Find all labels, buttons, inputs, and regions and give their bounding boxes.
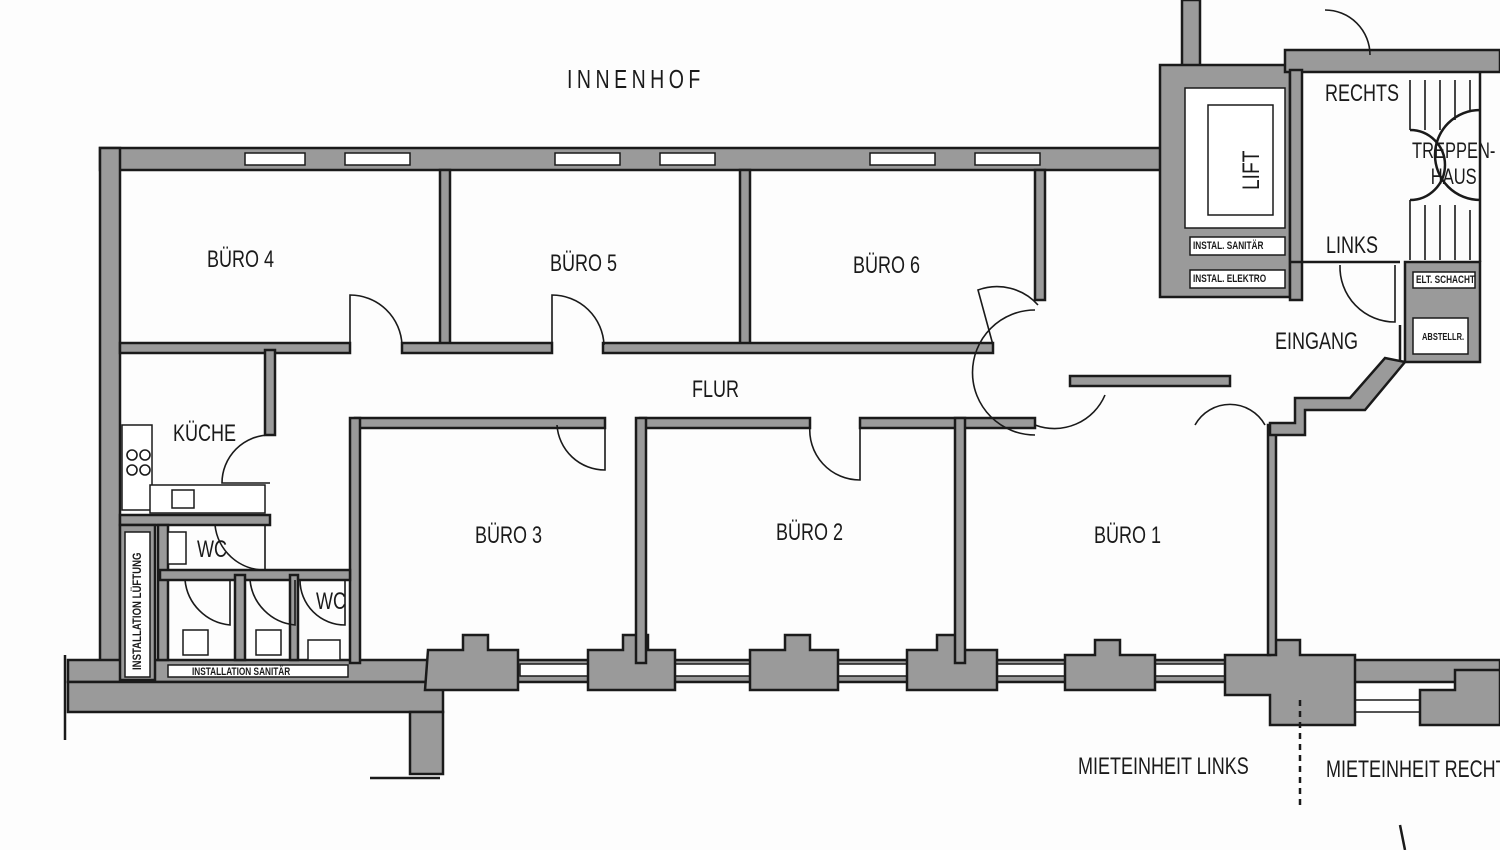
label-wc-2: WC bbox=[316, 588, 346, 615]
label-office-5: BÜRO 5 bbox=[550, 250, 618, 277]
building-core bbox=[63, 0, 1500, 850]
pillars bbox=[423, 633, 1500, 727]
label-wc-1: WC bbox=[197, 536, 227, 563]
label-corridor: FLUR bbox=[692, 376, 740, 403]
label-office-3: BÜRO 3 bbox=[475, 522, 543, 549]
label-install-ventilation: INSTALLATION LÜFTUNG bbox=[130, 552, 144, 671]
window bbox=[1354, 699, 1421, 713]
label-office-6: BÜRO 6 bbox=[853, 252, 921, 279]
window bbox=[519, 663, 589, 677]
wall-bottom-base bbox=[66, 680, 445, 714]
window bbox=[1154, 663, 1226, 677]
label-install-electric: INSTAL. ELEKTRO bbox=[1193, 273, 1267, 285]
label-entrance: EINGANG bbox=[1275, 328, 1359, 355]
label-electric-shaft: ELT. SCHACHT bbox=[1416, 274, 1475, 286]
window bbox=[996, 663, 1066, 677]
label-kitchen: KÜCHE bbox=[173, 420, 237, 447]
label-office-2: BÜRO 2 bbox=[776, 519, 844, 546]
window bbox=[674, 663, 751, 677]
label-office-4: BÜRO 4 bbox=[207, 246, 275, 273]
kitchen-counter bbox=[121, 424, 266, 514]
label-lift: LIFT bbox=[1238, 150, 1265, 190]
label-install-sanitary-small: INSTAL. SANITÄR bbox=[1193, 240, 1264, 252]
window bbox=[554, 152, 621, 166]
window bbox=[837, 663, 909, 677]
window bbox=[659, 152, 716, 166]
wall-left bbox=[98, 146, 122, 680]
label-office-1: BÜRO 1 bbox=[1094, 522, 1162, 549]
window bbox=[344, 152, 411, 166]
window bbox=[974, 152, 1041, 166]
label-unit-right: MIETEINHEIT RECHTS bbox=[1326, 756, 1500, 783]
interior-walls bbox=[118, 168, 1278, 682]
window bbox=[869, 152, 936, 166]
label-courtyard: INNENHOF bbox=[567, 64, 705, 94]
window bbox=[244, 152, 306, 166]
toilet-fixtures bbox=[167, 531, 341, 661]
label-unit-left: MIETEINHEIT LINKS bbox=[1078, 753, 1249, 780]
label-right: RECHTS bbox=[1325, 80, 1400, 107]
wall-stub bbox=[408, 710, 445, 776]
label-install-sanitary: INSTALLATION SANITÄR bbox=[192, 666, 291, 678]
label-left: LINKS bbox=[1326, 232, 1379, 259]
doors bbox=[184, 264, 1396, 626]
label-stairwell: TREPPEN- HAUS bbox=[1412, 138, 1496, 189]
label-storage: ABSTELLR. bbox=[1422, 332, 1465, 343]
